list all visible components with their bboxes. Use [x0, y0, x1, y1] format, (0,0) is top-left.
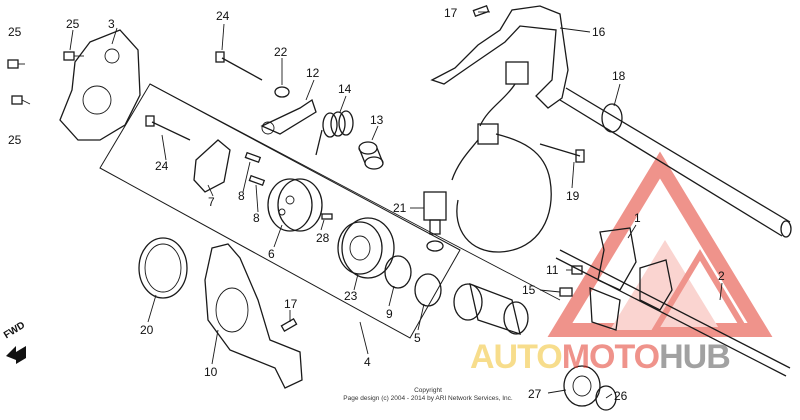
pin-8b	[248, 174, 266, 187]
stopper-arm	[260, 98, 317, 135]
callout-21: 20	[140, 323, 154, 337]
clip-17b	[280, 318, 298, 332]
callout-25a: 25	[66, 17, 80, 31]
bolt-25b	[63, 51, 84, 61]
fwd-arrow	[6, 346, 26, 364]
callout-2: 2	[718, 269, 725, 283]
cover-plate	[59, 29, 141, 141]
callout-1: 1	[634, 211, 641, 225]
copyright-line1: Copyright	[414, 387, 442, 394]
copyright-line2: Page design (c) 2004 - 2014 by ARI Netwo…	[343, 395, 513, 402]
callout-24a: 24	[216, 9, 230, 23]
callout-22: 22	[274, 45, 288, 59]
callout-15: 14	[338, 82, 352, 96]
callout-23: 23	[344, 289, 358, 303]
plate-7	[193, 139, 231, 193]
bearing-27	[563, 365, 601, 407]
callout-12: 15	[522, 283, 536, 297]
copyright-notice: Copyright Page design (c) 2004 - 2014 by…	[318, 387, 538, 403]
callout-6: 6	[268, 247, 275, 261]
callout-17a: 17	[444, 6, 458, 20]
callout-5: 5	[414, 331, 421, 345]
collar-14	[358, 141, 384, 170]
callouts: 3 25 25 25 24 22 12 14 13 24 7 8 8 6 28 …	[8, 6, 725, 403]
shift-shaft-18	[559, 87, 792, 238]
callout-25c: 25	[8, 133, 22, 147]
watermark-part1: AUTO	[470, 338, 563, 376]
pin-12	[559, 287, 573, 297]
callout-18: 18	[612, 69, 626, 83]
callout-19: 19	[566, 189, 580, 203]
pin-8a	[244, 151, 262, 164]
watermark-part2: MOTO	[561, 338, 660, 376]
callout-10: 10	[204, 365, 218, 379]
switch-20	[423, 191, 447, 252]
fork-shaft-2	[559, 249, 791, 369]
watermark-text: AUTOMOTOHUB	[470, 337, 731, 377]
bolt-24b	[151, 121, 191, 141]
drum-center-6	[267, 178, 323, 232]
callout-7: 7	[208, 195, 215, 209]
circlip-5	[414, 273, 442, 307]
washer-22	[274, 86, 290, 98]
callout-13: 12	[306, 66, 320, 80]
group-outline	[99, 83, 461, 339]
callout-4: 4	[364, 355, 371, 369]
callout-24b: 24	[155, 159, 169, 173]
bolt-24a	[221, 57, 263, 81]
callout-11: 11	[546, 263, 559, 277]
guide-plate-10	[204, 243, 303, 389]
callout-9: 9	[386, 307, 393, 321]
shift-fork-1	[589, 227, 673, 331]
callout-3: 3	[108, 17, 115, 31]
callout-16: 16	[592, 25, 606, 39]
bearing-23	[337, 217, 395, 279]
pin-28	[321, 213, 333, 220]
shift-drum-4	[453, 282, 529, 335]
spring-15	[315, 110, 354, 156]
callout-25b: 25	[8, 25, 22, 39]
bolt-25a	[7, 59, 25, 69]
callout-28: 28	[316, 231, 330, 245]
bracket-16	[430, 5, 569, 109]
gasket-21	[138, 237, 188, 299]
watermark-part3: HUB	[659, 338, 731, 376]
clip-17a	[472, 4, 490, 18]
callout-8b: 8	[253, 211, 260, 225]
callout-26: 26	[614, 389, 628, 403]
callout-14: 13	[370, 113, 384, 127]
bolt-19	[539, 143, 585, 163]
ring-26	[595, 385, 617, 411]
watermark-logo	[547, 151, 773, 337]
callout-8a: 8	[238, 189, 245, 203]
ring-9	[384, 255, 412, 289]
callout-17b: 17	[284, 297, 298, 311]
callout-27: 27	[528, 387, 542, 401]
bolt-25c	[11, 95, 31, 105]
leader-lines	[69, 11, 723, 399]
callout-20: 21	[393, 201, 407, 215]
